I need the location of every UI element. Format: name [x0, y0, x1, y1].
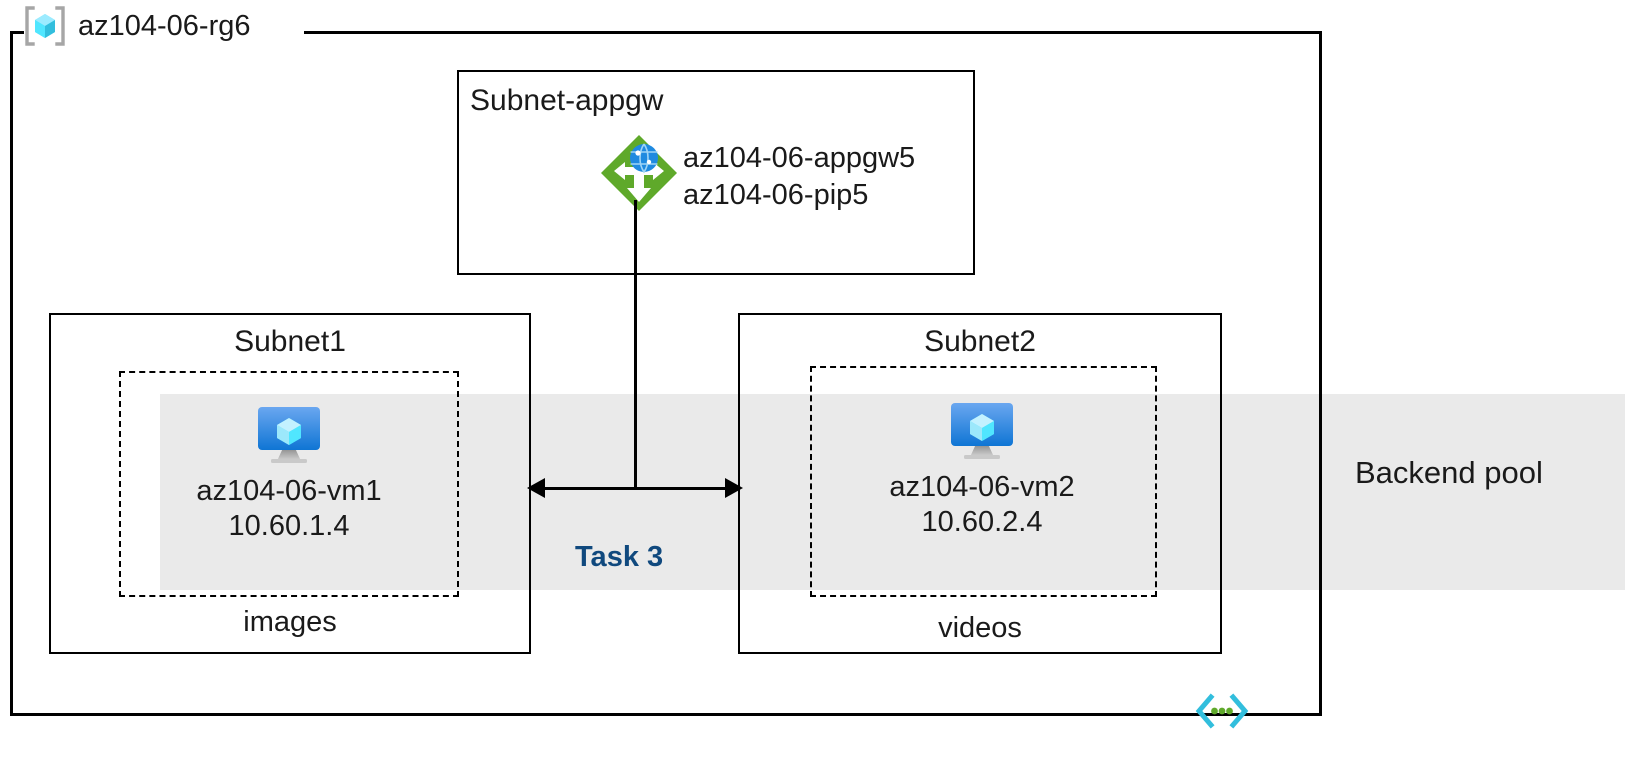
resource-group-title-gap	[24, 22, 304, 42]
subnet1-title: Subnet1	[234, 325, 346, 358]
connector-arrow-right-icon	[725, 478, 743, 498]
subnet-appgw-box	[457, 70, 975, 275]
vm2-labels: az104-06-vm2 10.60.2.4	[812, 470, 1152, 541]
vm1-ip: 10.60.1.4	[228, 510, 350, 543]
resource-group-name: az104-06-rg6	[78, 9, 251, 42]
vm2-block: az104-06-vm2 10.60.2.4	[812, 396, 1152, 541]
subnet1-backend-member-box	[119, 371, 459, 597]
connector-arrow-left-icon	[527, 478, 545, 498]
subnet-to-subnet-connector	[531, 487, 739, 490]
subnet1-footer-label: images	[243, 606, 337, 638]
vm2-ip: 10.60.2.4	[921, 506, 1043, 539]
application-gateway-icon	[597, 131, 681, 215]
vm1-labels: az104-06-vm1 10.60.1.4	[119, 474, 459, 545]
virtual-network-icon	[1194, 692, 1250, 730]
subnet-appgw-title: Subnet-appgw	[470, 84, 664, 117]
resource-group-boundary	[10, 31, 1322, 716]
backend-pool-band	[160, 394, 1625, 590]
vm1-block: az104-06-vm1 10.60.1.4	[119, 400, 459, 545]
resource-group-icon	[22, 5, 68, 47]
application-gateway-labels: az104-06-appgw5 az104-06-pip5	[683, 140, 915, 214]
virtual-machine-icon	[253, 400, 325, 468]
gateway-to-backend-connector	[634, 200, 637, 489]
backend-pool-label: Backend pool	[1355, 455, 1543, 490]
resource-group-header: az104-06-rg6	[22, 5, 251, 47]
subnet2-title: Subnet2	[924, 325, 1036, 358]
appgw-public-ip-name: az104-06-pip5	[683, 179, 869, 212]
subnet2-footer-label: videos	[938, 612, 1022, 644]
task-3-label: Task 3	[575, 541, 664, 573]
virtual-machine-icon	[946, 396, 1018, 464]
vm1-name: az104-06-vm1	[196, 475, 382, 507]
vm2-name: az104-06-vm2	[889, 471, 1075, 503]
subnet2-backend-member-box	[810, 366, 1157, 597]
appgw-name: az104-06-appgw5	[683, 142, 916, 174]
